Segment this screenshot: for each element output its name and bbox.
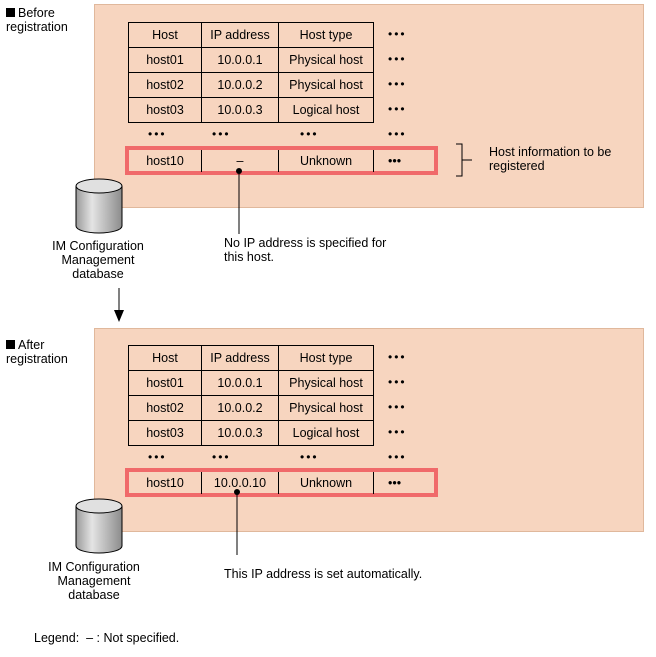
before-host-table: Host IP address Host type host01 10.0.0.…	[128, 22, 374, 123]
table-header-row: Host IP address Host type	[128, 345, 374, 371]
after-highlight-box	[125, 468, 438, 497]
ellipsis: •••	[388, 77, 407, 91]
ellipsis: •••	[388, 425, 407, 439]
callout-pointer	[234, 489, 240, 555]
table-row: host03 10.0.0.3 Logical host	[128, 97, 374, 123]
table-row: host02 10.0.0.2 Physical host	[128, 72, 374, 98]
down-arrow-icon	[114, 288, 124, 322]
ellipsis: •••	[388, 400, 407, 414]
ellipsis: •••	[148, 127, 167, 141]
database-icon	[75, 178, 123, 234]
ellipsis: •••	[388, 450, 407, 464]
before-highlight-box	[125, 146, 438, 175]
legend: Legend: – : Not specified.	[34, 631, 180, 645]
header-ip-address: IP address	[201, 22, 279, 48]
ellipsis: •••	[388, 350, 407, 364]
no-ip-note: No IP address is specified for this host…	[224, 236, 387, 264]
bracket-icon	[456, 143, 472, 177]
header-host-type: Host type	[278, 22, 374, 48]
database-icon	[75, 498, 123, 554]
brace-note: Host information to be registered	[489, 145, 612, 173]
ellipsis: •••	[300, 450, 319, 464]
after-label: After registration	[6, 338, 68, 366]
database-label: IM Configuration Management database	[52, 239, 144, 281]
ellipsis: •••	[388, 475, 402, 490]
table-row: host03 10.0.0.3 Logical host	[128, 420, 374, 446]
after-host-table: Host IP address Host type host01 10.0.0.…	[128, 345, 374, 446]
header-host: Host	[128, 345, 202, 371]
table-row: host01 10.0.0.1 Physical host	[128, 370, 374, 396]
callout-pointer	[236, 168, 242, 234]
before-label: Before registration	[6, 6, 68, 34]
header-ip-address: IP address	[201, 345, 279, 371]
bullet-square-icon	[6, 340, 15, 349]
ellipsis: •••	[300, 127, 319, 141]
ellipsis: •••	[388, 127, 407, 141]
bullet-square-icon	[6, 8, 15, 17]
ellipsis: •••	[212, 127, 231, 141]
header-host: Host	[128, 22, 202, 48]
header-host-type: Host type	[278, 345, 374, 371]
database-label: IM Configuration Management database	[48, 560, 140, 602]
table-row: host01 10.0.0.1 Physical host	[128, 47, 374, 73]
ellipsis: •••	[388, 27, 407, 41]
ellipsis: •••	[388, 153, 402, 168]
auto-ip-note: This IP address is set automatically.	[224, 567, 423, 581]
ellipsis: •••	[148, 450, 167, 464]
ellipsis: •••	[212, 450, 231, 464]
ellipsis: •••	[388, 52, 407, 66]
ellipsis: •••	[388, 102, 407, 116]
before-new-host-row: host10 – Unknown •••	[129, 149, 448, 172]
after-new-host-row: host10 10.0.0.10 Unknown •••	[129, 471, 448, 494]
table-row: host02 10.0.0.2 Physical host	[128, 395, 374, 421]
ellipsis: •••	[388, 375, 407, 389]
table-header-row: Host IP address Host type	[128, 22, 374, 48]
